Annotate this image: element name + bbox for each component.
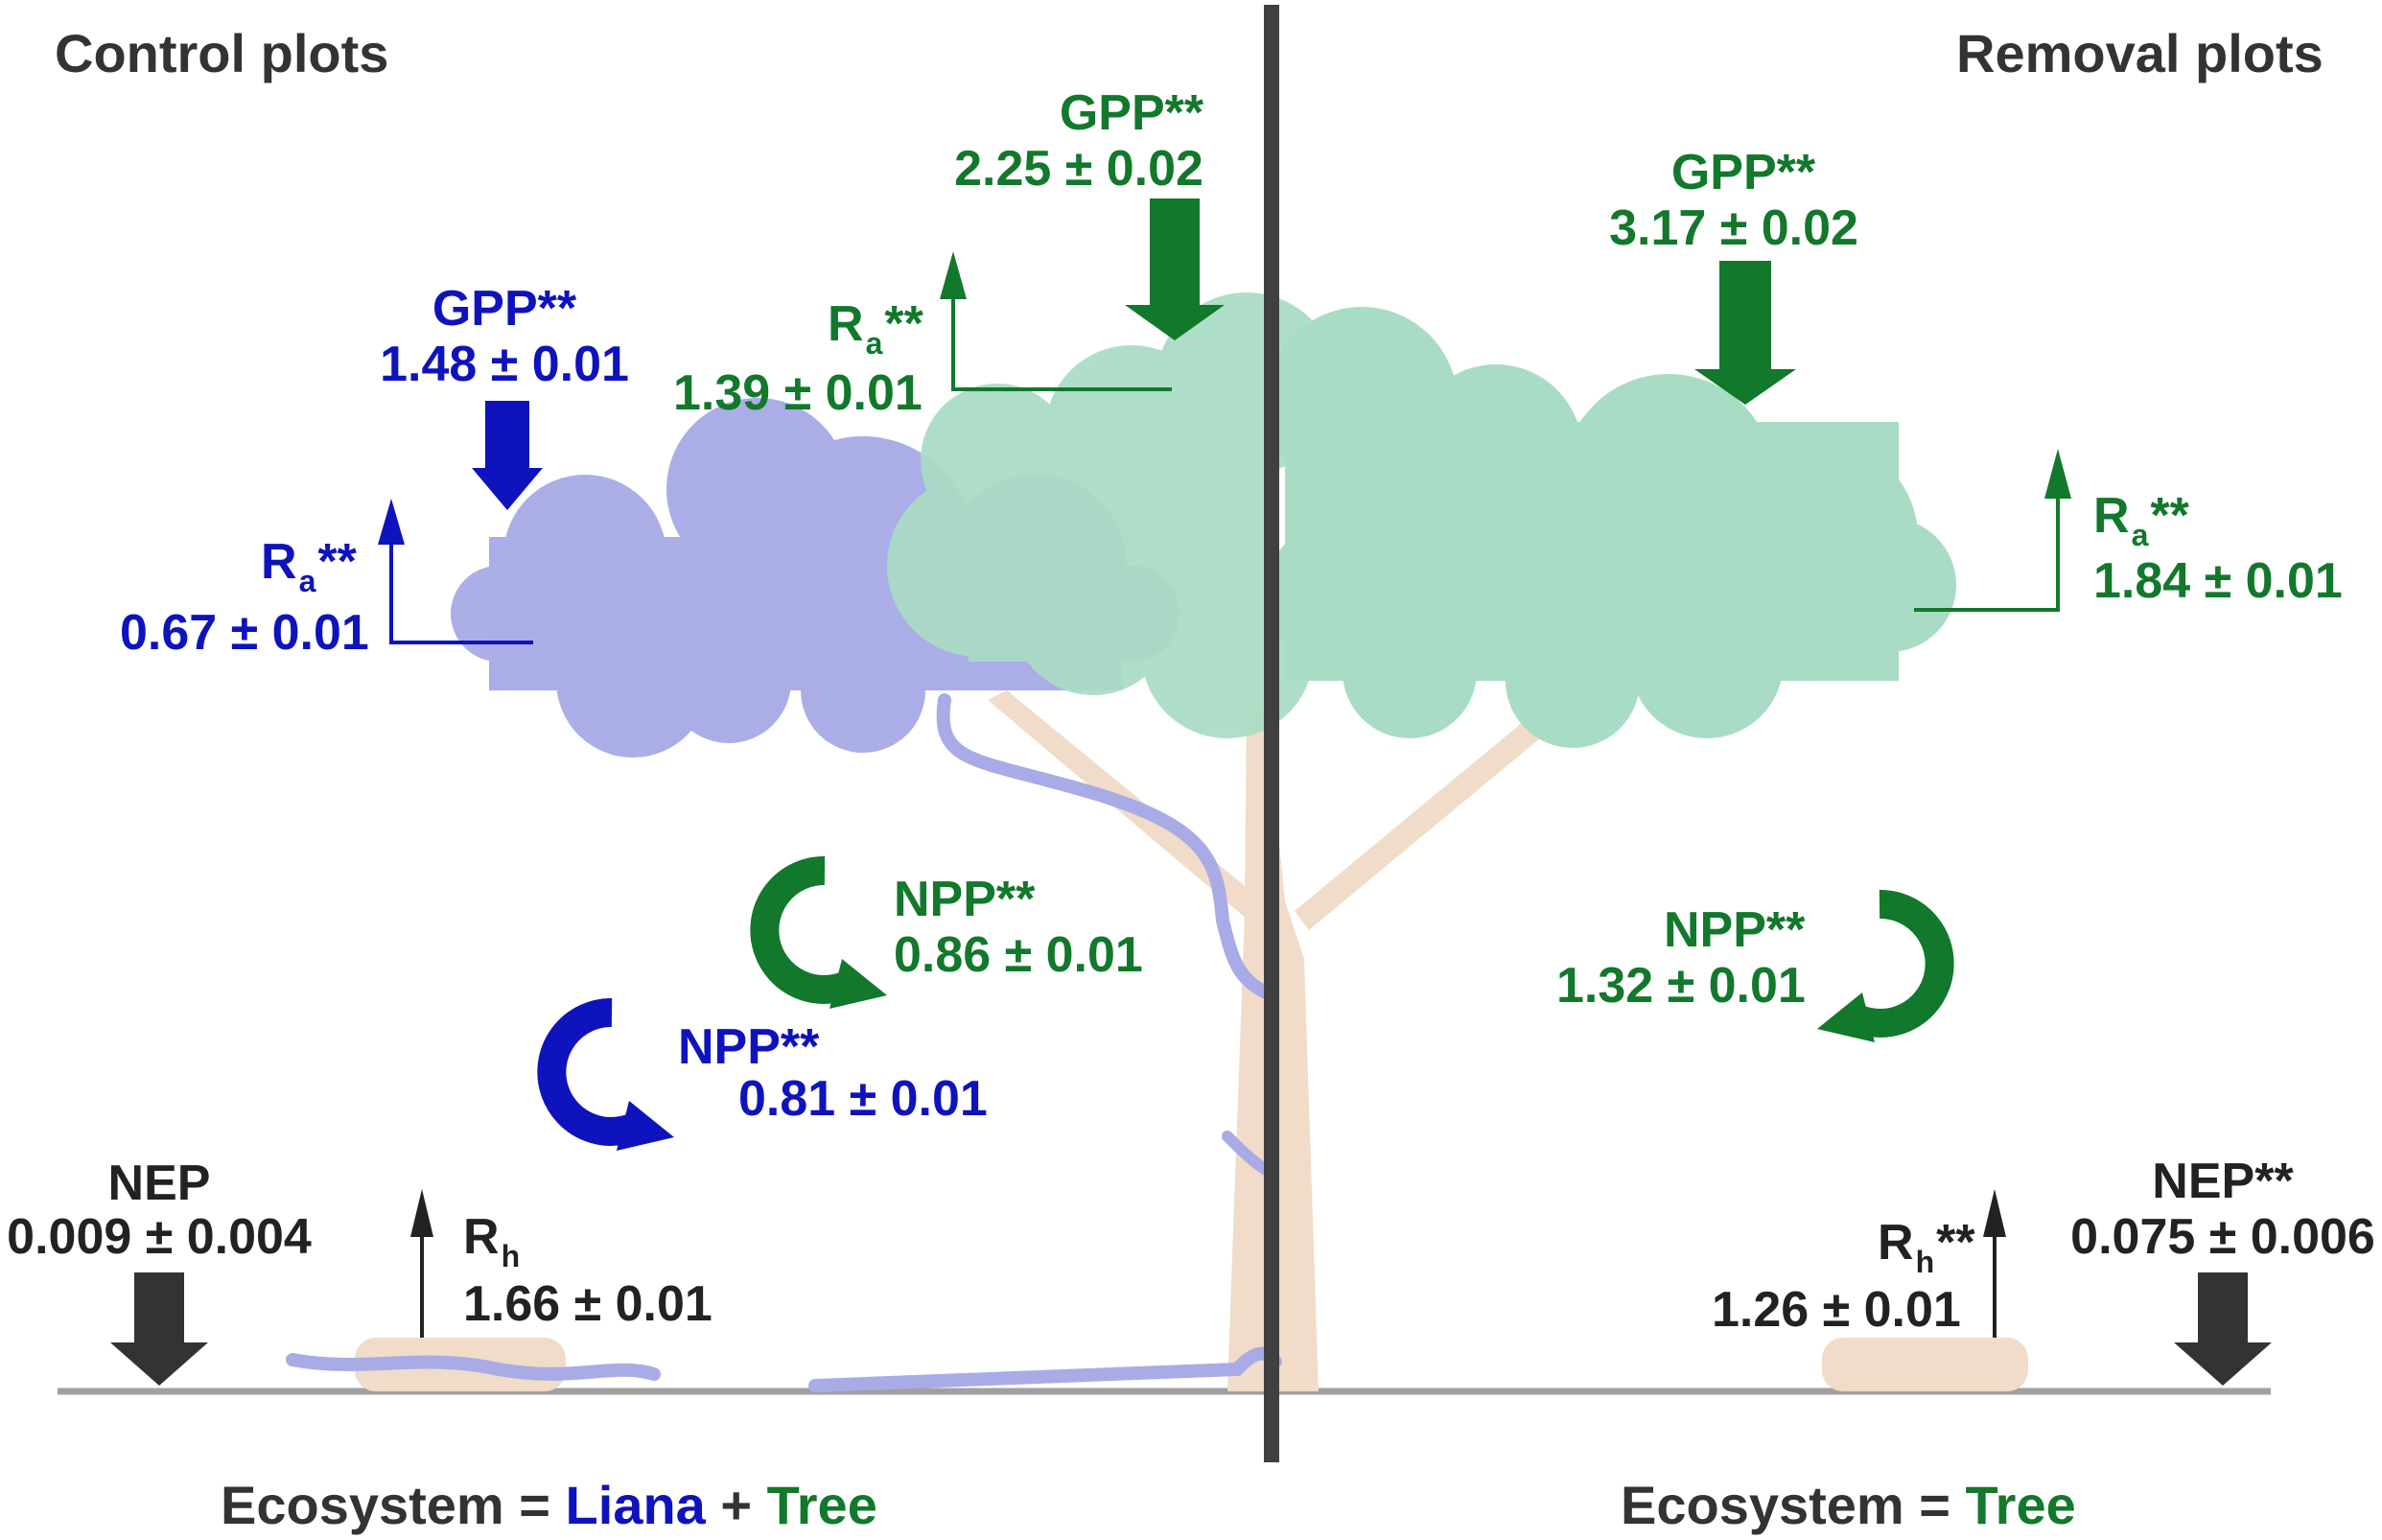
removal-gpp-value: 3.17 ± 0.02	[1609, 200, 1858, 256]
liana-gpp-label: GPP**	[432, 281, 577, 337]
ecosystem-equation-removal: Ecosystem = Tree	[1621, 1475, 2076, 1535]
gpp-arrow-removal	[1694, 261, 1796, 405]
tree-ra-label: Ra**	[828, 296, 923, 361]
tree-gpp-label: GPP**	[1059, 85, 1204, 141]
liana-npp-label: NPP**	[678, 1019, 820, 1075]
ra-arrow-tree	[940, 251, 1172, 391]
gpp-arrow-tree	[1125, 198, 1225, 340]
gpp-arrow-liana	[472, 401, 543, 510]
tree-ra-value: 1.39 ± 0.01	[673, 365, 922, 421]
liana-word: Liana	[565, 1475, 706, 1535]
npp-arrow-tree	[750, 855, 887, 1009]
control-nep-label: NEP	[107, 1155, 211, 1211]
removal-nep-label: NEP**	[2152, 1154, 2294, 1209]
tree-gpp-value: 2.25 ± 0.02	[954, 141, 1203, 197]
nep-arrow-control	[110, 1272, 208, 1386]
rh-arrow-removal	[1983, 1189, 2006, 1338]
tree-canopy-right	[1266, 307, 1956, 748]
removal-npp-label: NPP**	[1664, 902, 1806, 958]
rh-arrow-control	[410, 1189, 433, 1338]
liana-ra-value: 0.67 ± 0.01	[120, 605, 369, 661]
removal-ra-label: Ra**	[2093, 488, 2189, 552]
control-rh-value: 1.66 ± 0.01	[463, 1276, 712, 1332]
soil-log-right	[1822, 1338, 2028, 1391]
removal-nep-value: 0.075 ± 0.006	[2070, 1209, 2375, 1265]
nep-arrow-removal	[2174, 1272, 2272, 1386]
control-plots-title: Control plots	[55, 23, 389, 83]
removal-ra-value: 1.84 ± 0.01	[2093, 553, 2343, 609]
tree-npp-value: 0.86 ± 0.01	[894, 927, 1143, 983]
tree-word-removal: Tree	[1965, 1475, 2076, 1535]
ra-arrow-liana	[378, 499, 533, 644]
liana-ra-label: Ra**	[261, 534, 357, 598]
control-rh-label: Rh	[463, 1209, 521, 1273]
npp-arrow-liana	[537, 997, 674, 1151]
removal-rh-label: Rh**	[1878, 1215, 1975, 1279]
ra-arrow-removal	[1914, 449, 2071, 612]
npp-arrow-removal	[1817, 889, 1954, 1042]
tree-word: Tree	[766, 1475, 877, 1535]
liana-gpp-value: 1.48 ± 0.01	[380, 337, 629, 392]
tree-npp-label: NPP**	[894, 872, 1036, 927]
ecosystem-equation-control: Ecosystem = Liana + Tree	[221, 1475, 877, 1535]
removal-gpp-label: GPP**	[1670, 145, 1816, 200]
removal-plots-title: Removal plots	[1956, 23, 2324, 83]
liana-npp-value: 0.81 ± 0.01	[738, 1071, 988, 1127]
control-nep-value: 0.009 ± 0.004	[7, 1209, 312, 1265]
removal-npp-value: 1.32 ± 0.01	[1556, 958, 1806, 1014]
removal-rh-value: 1.26 ± 0.01	[1712, 1282, 1961, 1338]
